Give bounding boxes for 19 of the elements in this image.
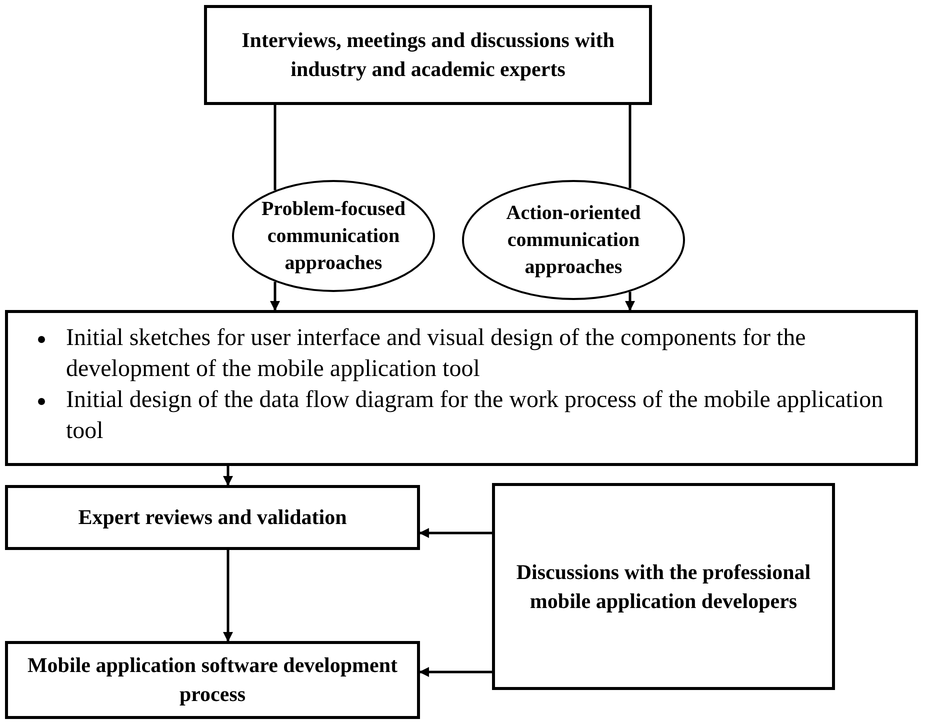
node-text: Interviews, meetings and discussions with industry and academic experts [240,27,616,83]
node-text: Expert reviews and validation [78,504,347,531]
arrow [419,667,492,677]
process-box [492,483,835,690]
node-text: Discussions with the professional mobile application developers [515,558,812,614]
process-box [5,485,420,550]
node-text: Action-oriented communication approaches [505,200,642,280]
arrow [270,282,280,311]
arrow [223,466,233,486]
node-text: Problem-focused communication approaches [260,196,407,276]
process-box [5,641,420,719]
arrow [625,292,635,311]
bullet-text: Initial design of the data flow diagram for the work process of the mobile application tool [66,386,884,446]
process-box [204,5,652,105]
arrow [419,528,492,538]
bullet-text: Initial sketches for user interface and visual design of the components for the development of the mobile application tool [66,324,807,384]
process-box [5,310,918,466]
arrow [223,550,233,642]
node-text: Mobile application software development process [26,652,398,708]
